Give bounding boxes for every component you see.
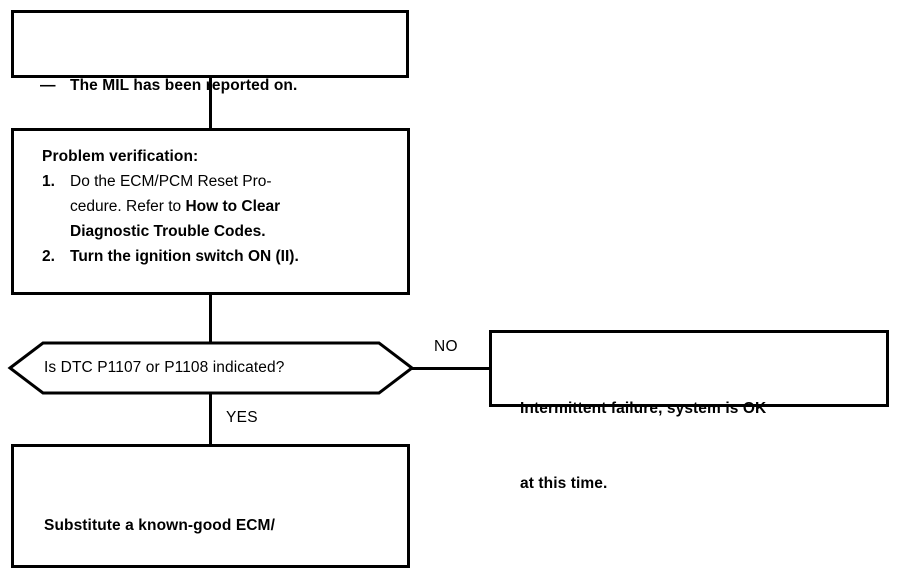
verification-step-1: 1. Do the ECM/PCM Reset Pro- cedure. Ref… bbox=[42, 169, 387, 244]
verification-step-1-body: Do the ECM/PCM Reset Pro- cedure. Refer … bbox=[70, 169, 387, 244]
decision-yes-label: YES bbox=[226, 409, 258, 426]
intermittent-line-2: at this time. bbox=[520, 475, 608, 492]
em-dash-icon: — bbox=[40, 77, 56, 94]
decision-no-label: NO bbox=[434, 338, 458, 355]
verification-step-2-number: 2. bbox=[42, 248, 55, 265]
symptom-box: —The MIL has been reported on. —DTC P110… bbox=[11, 10, 409, 169]
decision-hexagon: Is DTC P1107 or P1108 indicated? bbox=[7, 340, 415, 396]
intermittent-box: Intermittent failure, system is OK at th… bbox=[489, 330, 889, 492]
verification-step-2: 2. Turn the ignition switch ON (II). bbox=[42, 244, 387, 269]
verification-step-2-body: Turn the ignition switch ON (II). bbox=[70, 248, 299, 265]
substitute-box: Substitute a known-good ECM/ PCM and rec… bbox=[11, 444, 410, 568]
verification-step-1-number: 1. bbox=[42, 173, 55, 190]
intermittent-box-text: Intermittent failure, system is OK at th… bbox=[520, 346, 766, 546]
verification-step-1-text-bold: How to Clear Diagnostic Trouble Codes. bbox=[70, 198, 281, 240]
symptom-bullet-1: — The MIL has been reported on. bbox=[40, 73, 297, 98]
connector-verification-to-decision bbox=[209, 295, 212, 344]
decision-question-label: Is DTC P1107 or P1108 indicated? bbox=[44, 359, 285, 376]
substitute-line-1: Substitute a known-good ECM/ bbox=[44, 517, 275, 534]
verification-step-1-text-regular: Do the ECM/PCM Reset Pro- cedure. Refer … bbox=[70, 173, 272, 215]
connector-symptom-to-verification bbox=[209, 78, 212, 130]
verification-box: Problem verification: 1. Do the ECM/PCM … bbox=[11, 128, 410, 295]
intermittent-line-1: Intermittent failure, system is OK bbox=[520, 400, 767, 417]
verification-heading: Problem verification: bbox=[42, 148, 199, 165]
symptom-bullet-1-label: The MIL has been reported on. bbox=[70, 77, 298, 94]
connector-decision-no bbox=[410, 367, 491, 370]
substitute-box-text: Substitute a known-good ECM/ PCM and rec… bbox=[44, 461, 275, 576]
connector-decision-yes bbox=[209, 393, 212, 444]
